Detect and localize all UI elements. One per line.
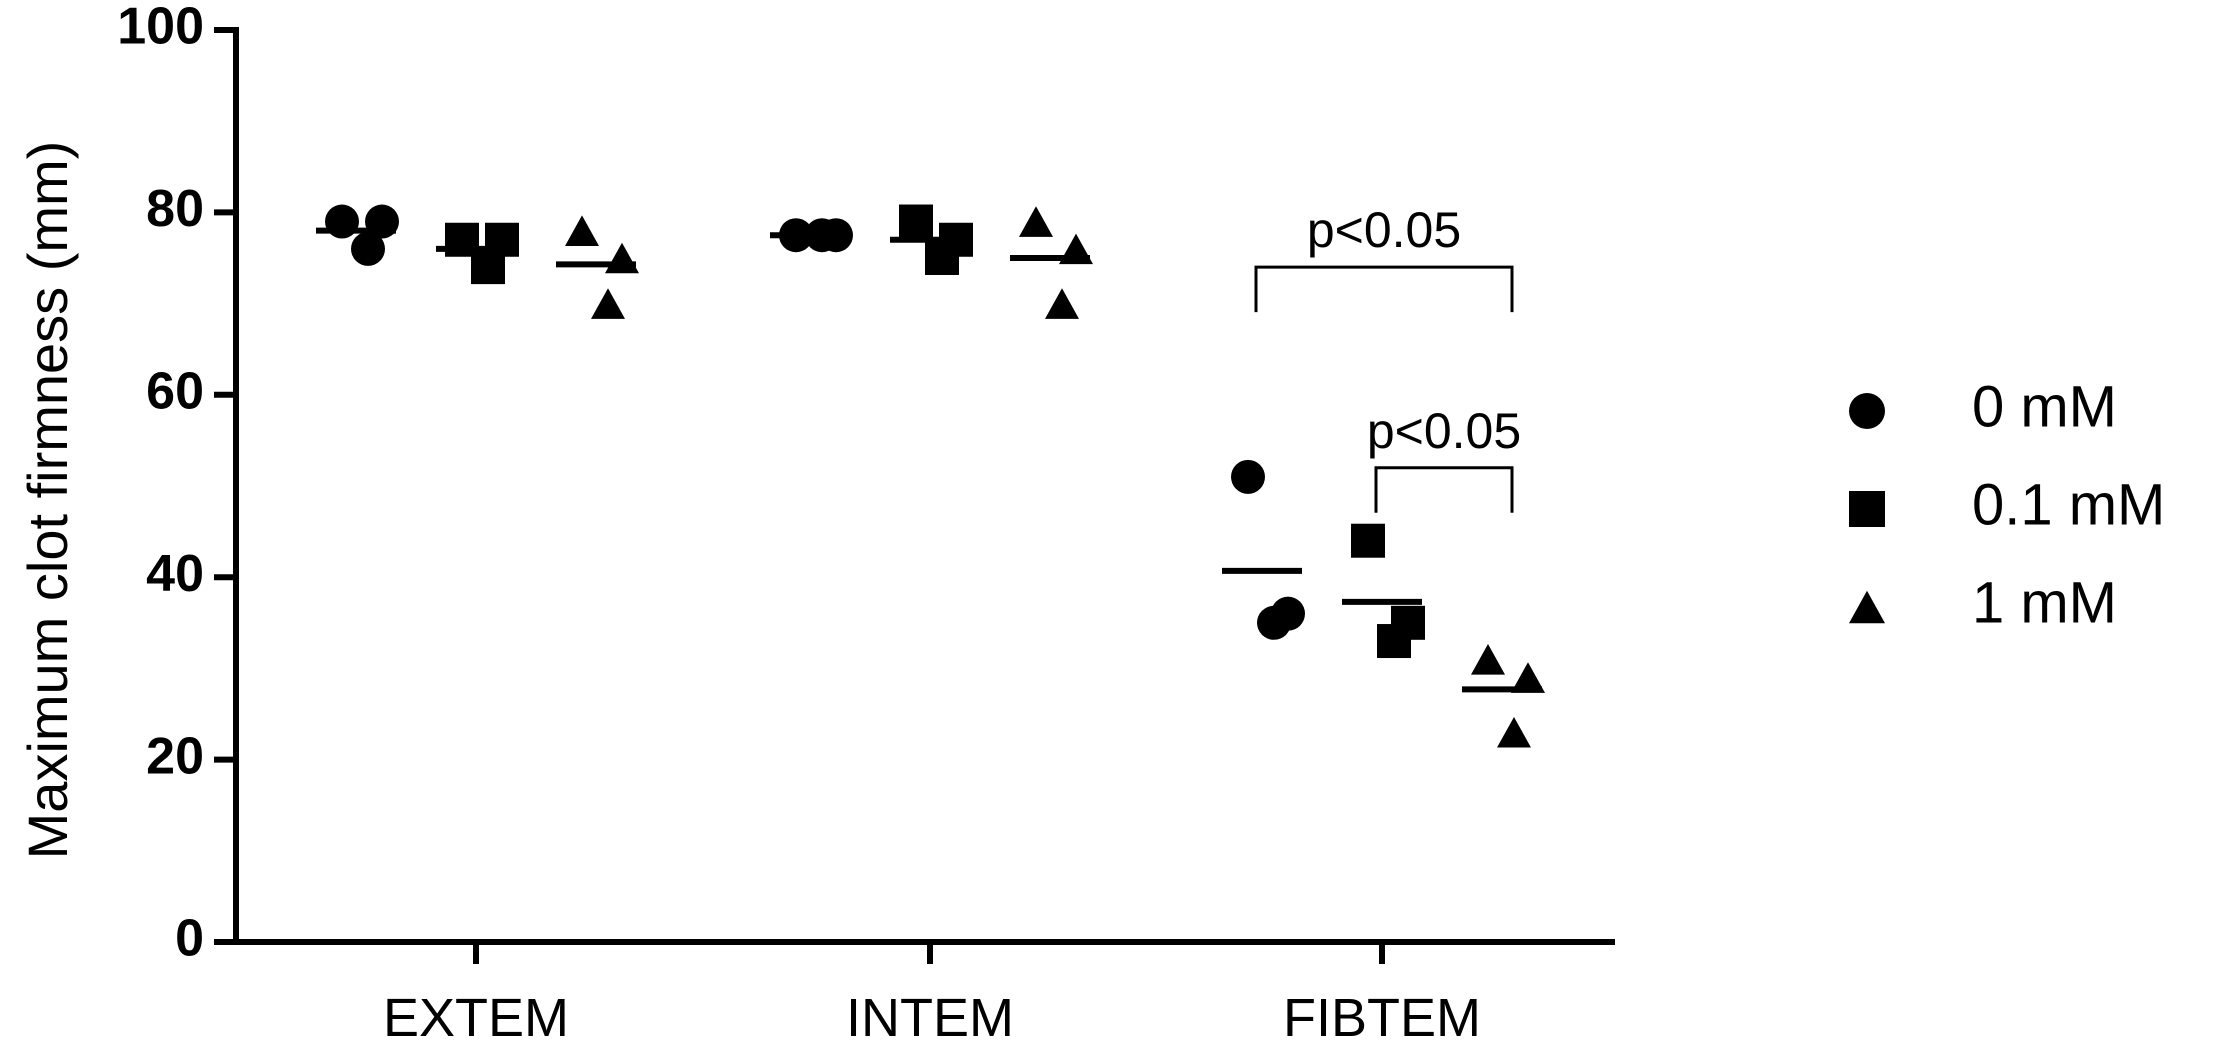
significance-label: p<0.05 bbox=[1307, 202, 1461, 258]
data-point bbox=[591, 288, 625, 319]
x-tick-label: INTEM bbox=[846, 988, 1014, 1047]
data-point bbox=[1045, 288, 1079, 319]
data-point bbox=[899, 204, 933, 239]
data-point bbox=[565, 215, 599, 246]
data-point bbox=[1231, 459, 1265, 494]
legend-marker bbox=[1849, 491, 1885, 527]
data-point bbox=[1497, 716, 1531, 748]
y-axis-title: Maximum clot firmness (mm) bbox=[16, 141, 79, 860]
significance-bracket bbox=[1374, 466, 1514, 513]
legend-label: 0.1 mM bbox=[1972, 472, 2165, 537]
y-tick-label: 100 bbox=[117, 0, 204, 56]
data-point bbox=[605, 242, 639, 274]
y-tick-label: 60 bbox=[146, 363, 204, 421]
data-point bbox=[1511, 662, 1545, 693]
legend-label: 0 mM bbox=[1972, 374, 2117, 439]
data-point bbox=[351, 231, 385, 266]
data-point bbox=[1471, 643, 1505, 675]
significance-bracket bbox=[1254, 265, 1514, 313]
y-tick-label: 0 bbox=[175, 910, 204, 968]
legend-marker bbox=[1849, 590, 1885, 624]
y-tick-label: 20 bbox=[146, 727, 204, 785]
data-point bbox=[1019, 206, 1053, 237]
data-point bbox=[1271, 596, 1305, 631]
data-point bbox=[1351, 523, 1385, 558]
data-point bbox=[1391, 605, 1425, 640]
legend-marker bbox=[1849, 393, 1885, 429]
legend-label: 1 mM bbox=[1972, 570, 2117, 635]
x-tick-label: FIBTEM bbox=[1283, 988, 1481, 1047]
y-tick-label: 80 bbox=[146, 180, 204, 238]
y-tick-label: 40 bbox=[146, 545, 204, 603]
significance-label: p<0.05 bbox=[1367, 403, 1521, 459]
x-tick-label: EXTEM bbox=[383, 988, 569, 1047]
